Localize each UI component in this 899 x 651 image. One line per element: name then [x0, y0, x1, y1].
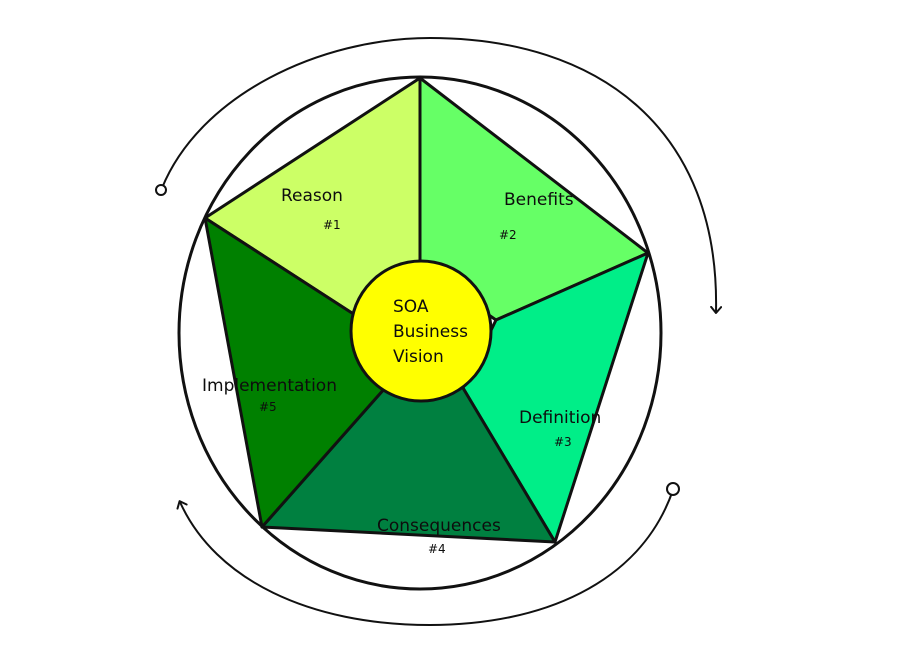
segment-number-benefits: #2 — [499, 228, 517, 242]
arrow-top-start-dot — [155, 184, 167, 196]
clockwise-arrow-bottom — [176, 482, 680, 627]
segment-number-consequences: #4 — [428, 542, 446, 556]
segment-number-reason: #1 — [323, 218, 341, 232]
center-line-3: Vision — [393, 347, 444, 367]
center-line-1: SOA — [393, 297, 429, 317]
arrow-top-curve — [161, 36, 723, 314]
segment-label-definition: Definition — [519, 408, 601, 428]
segment-label-implementation: Implementation — [202, 376, 337, 396]
segment-number-definition: #3 — [554, 435, 572, 449]
arrow-bottom-curve — [176, 489, 674, 627]
segment-label-reason: Reason — [281, 186, 343, 206]
wheel-outline — [177, 75, 663, 591]
segment-number-implementation: #5 — [259, 400, 277, 414]
segment-label-consequences: Consequences — [377, 516, 501, 536]
segments — [203, 76, 650, 544]
clockwise-arrow-top — [155, 36, 723, 314]
segment-label-benefits: Benefits — [504, 190, 574, 210]
center-line-2: Business — [393, 322, 468, 342]
arrow-bottom-start-dot — [666, 482, 680, 496]
center-circle — [349, 259, 493, 403]
